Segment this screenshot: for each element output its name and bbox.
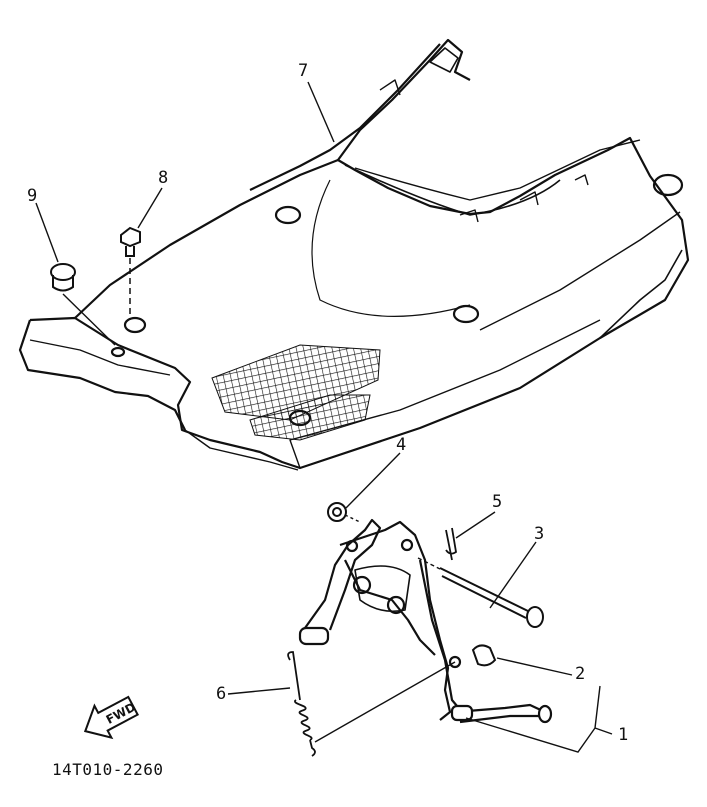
drawing-code: 14T010-2260 — [52, 760, 164, 779]
part-label-9: 9 — [27, 186, 38, 206]
washer-part-4 — [327, 502, 361, 523]
spring-part-6 — [287, 651, 456, 757]
part-label-2: 2 — [575, 664, 586, 684]
part-label-4: 4 — [396, 435, 407, 455]
part-label-7: 7 — [298, 61, 309, 81]
bolt-part-3 — [417, 557, 544, 628]
bumper-part-2 — [471, 644, 497, 667]
main-stand-part-1 — [298, 518, 553, 724]
footboard-panel — [18, 38, 690, 471]
leader-lines — [35, 81, 613, 753]
part-label-6: 6 — [216, 684, 227, 704]
part-label-8: 8 — [158, 168, 169, 188]
part-label-5: 5 — [492, 492, 503, 512]
plug-part-9 — [50, 263, 116, 346]
footboard-mesh — [211, 344, 381, 441]
part-label-3: 3 — [534, 524, 545, 544]
part-label-1: 1 — [618, 725, 629, 745]
fwd-arrow-icon: FWD — [83, 695, 140, 740]
screw-part-8 — [120, 226, 141, 320]
cotter-pin-part-5 — [445, 527, 457, 561]
